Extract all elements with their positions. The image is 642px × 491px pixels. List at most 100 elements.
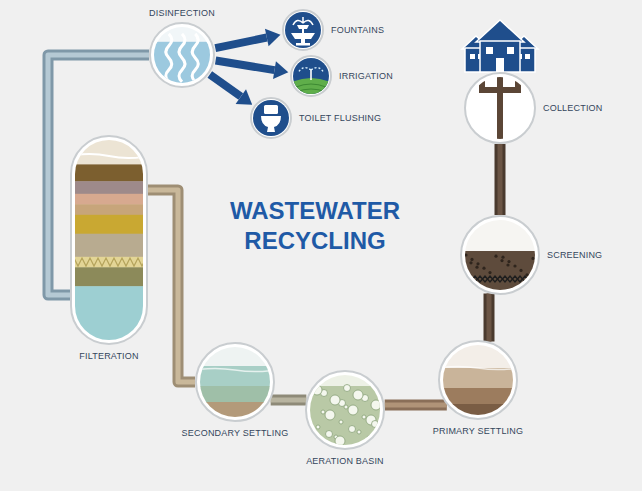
collection-tank: COLLECTION	[464, 72, 536, 144]
drawing-part	[75, 234, 143, 258]
pipe-outer	[484, 294, 495, 342]
drawing-part	[195, 402, 275, 423]
node-outline	[149, 22, 215, 88]
drawing-part	[460, 215, 540, 252]
drawing-part	[488, 271, 491, 274]
drawing-part	[75, 257, 143, 268]
drawing-part	[298, 68, 324, 73]
drawing-part	[75, 154, 143, 158]
node-outline	[282, 9, 324, 51]
pipe-connector	[489, 294, 490, 342]
drawing-part	[261, 116, 281, 132]
disinfection-tank: DISINFECTION	[149, 22, 215, 88]
drawing-part	[290, 55, 332, 98]
drawing-part	[494, 255, 497, 258]
drawing-part	[438, 404, 518, 421]
pipe-connector	[385, 405, 447, 406]
pipe-outer	[48, 55, 149, 295]
drawing-part	[367, 436, 374, 443]
drawing-part	[519, 269, 522, 272]
node-outline	[305, 370, 385, 450]
filter-column: FILTERATION	[70, 135, 148, 345]
node-outline	[464, 72, 536, 144]
drawing-part	[460, 251, 540, 296]
screening-tank: SCREENING	[460, 215, 540, 295]
node-outline	[250, 97, 292, 139]
drawing-part	[438, 368, 518, 389]
drawing-part	[325, 410, 335, 420]
drawing-part	[464, 72, 536, 145]
drawing-part	[525, 54, 530, 59]
drawing-part	[75, 181, 143, 194]
drawing-part	[496, 58, 504, 72]
drawing-part	[470, 258, 473, 261]
drawing-part	[353, 390, 363, 400]
pipe-outer	[385, 400, 447, 411]
node-label: TOILET FLUSHING	[299, 113, 381, 124]
use-icon: TOILET FLUSHING	[250, 97, 292, 139]
drawing-part	[438, 340, 518, 369]
settling-tank: SECONDARY SETTLING	[195, 342, 275, 422]
drawing-part	[525, 273, 528, 276]
drawing-part	[297, 25, 309, 29]
pipe-connector	[500, 144, 501, 215]
drawing-part	[312, 385, 322, 395]
house-icon	[462, 20, 538, 72]
pipe-outer	[271, 395, 307, 406]
node-label: FILTERATION	[79, 351, 138, 362]
node-outline	[195, 342, 275, 422]
arrow-head	[265, 29, 281, 47]
drawing-part	[482, 267, 485, 270]
drawing-part	[438, 340, 518, 421]
pipe-inner	[385, 403, 447, 408]
drawing-part	[195, 366, 275, 387]
drawing-part	[531, 257, 534, 260]
drawing-part	[476, 20, 524, 42]
pipe-outer	[495, 144, 506, 215]
node-outline	[460, 215, 540, 295]
drawing-part	[476, 262, 479, 265]
flow-arrow	[215, 29, 280, 48]
drawing-part	[305, 386, 385, 451]
drawing-part	[339, 420, 343, 424]
drawing-part	[438, 388, 518, 405]
node-label: COLLECTION	[543, 103, 603, 114]
drawing-part	[460, 276, 540, 282]
pipe-outer	[148, 190, 195, 382]
drawing-part	[305, 370, 385, 387]
drawing-part	[292, 78, 330, 97]
pipe-inner	[487, 294, 492, 342]
drawing-part	[469, 261, 472, 264]
drawing-part	[302, 29, 304, 33]
flow-arrow	[216, 61, 289, 79]
drawing-part	[195, 342, 275, 367]
drawing-part	[75, 258, 143, 266]
pipe-connector	[48, 55, 149, 295]
drawing-part	[166, 34, 172, 82]
drawing-part	[290, 55, 332, 98]
drawing-part	[310, 70, 312, 80]
drawing-part	[296, 84, 326, 92]
node-label: SCREENING	[547, 250, 602, 261]
diagram-title: WASTEWATER RECYCLING	[215, 196, 415, 256]
pipe-connector	[148, 190, 195, 382]
aeration-tank: AERATION BASIN	[305, 370, 385, 450]
node-label: IRRIGATION	[339, 71, 393, 82]
drawing-part	[149, 22, 215, 42]
drawing-part	[282, 9, 324, 52]
drawing-part	[349, 426, 356, 433]
node-label: DISINFECTION	[149, 8, 215, 19]
pipe-inner	[498, 144, 503, 215]
drawing-part	[296, 43, 310, 46]
drawing-part	[501, 256, 504, 259]
drawing-part	[264, 105, 278, 114]
node-outline	[290, 55, 332, 97]
drawing-part	[195, 368, 275, 371]
drawing-part	[464, 72, 536, 145]
drawing-part	[75, 267, 143, 286]
drawing-part	[460, 215, 540, 296]
drawing-part	[316, 425, 320, 429]
drawing-part	[291, 33, 315, 39]
drawing-part	[149, 22, 215, 89]
pipe-inner	[271, 398, 307, 403]
